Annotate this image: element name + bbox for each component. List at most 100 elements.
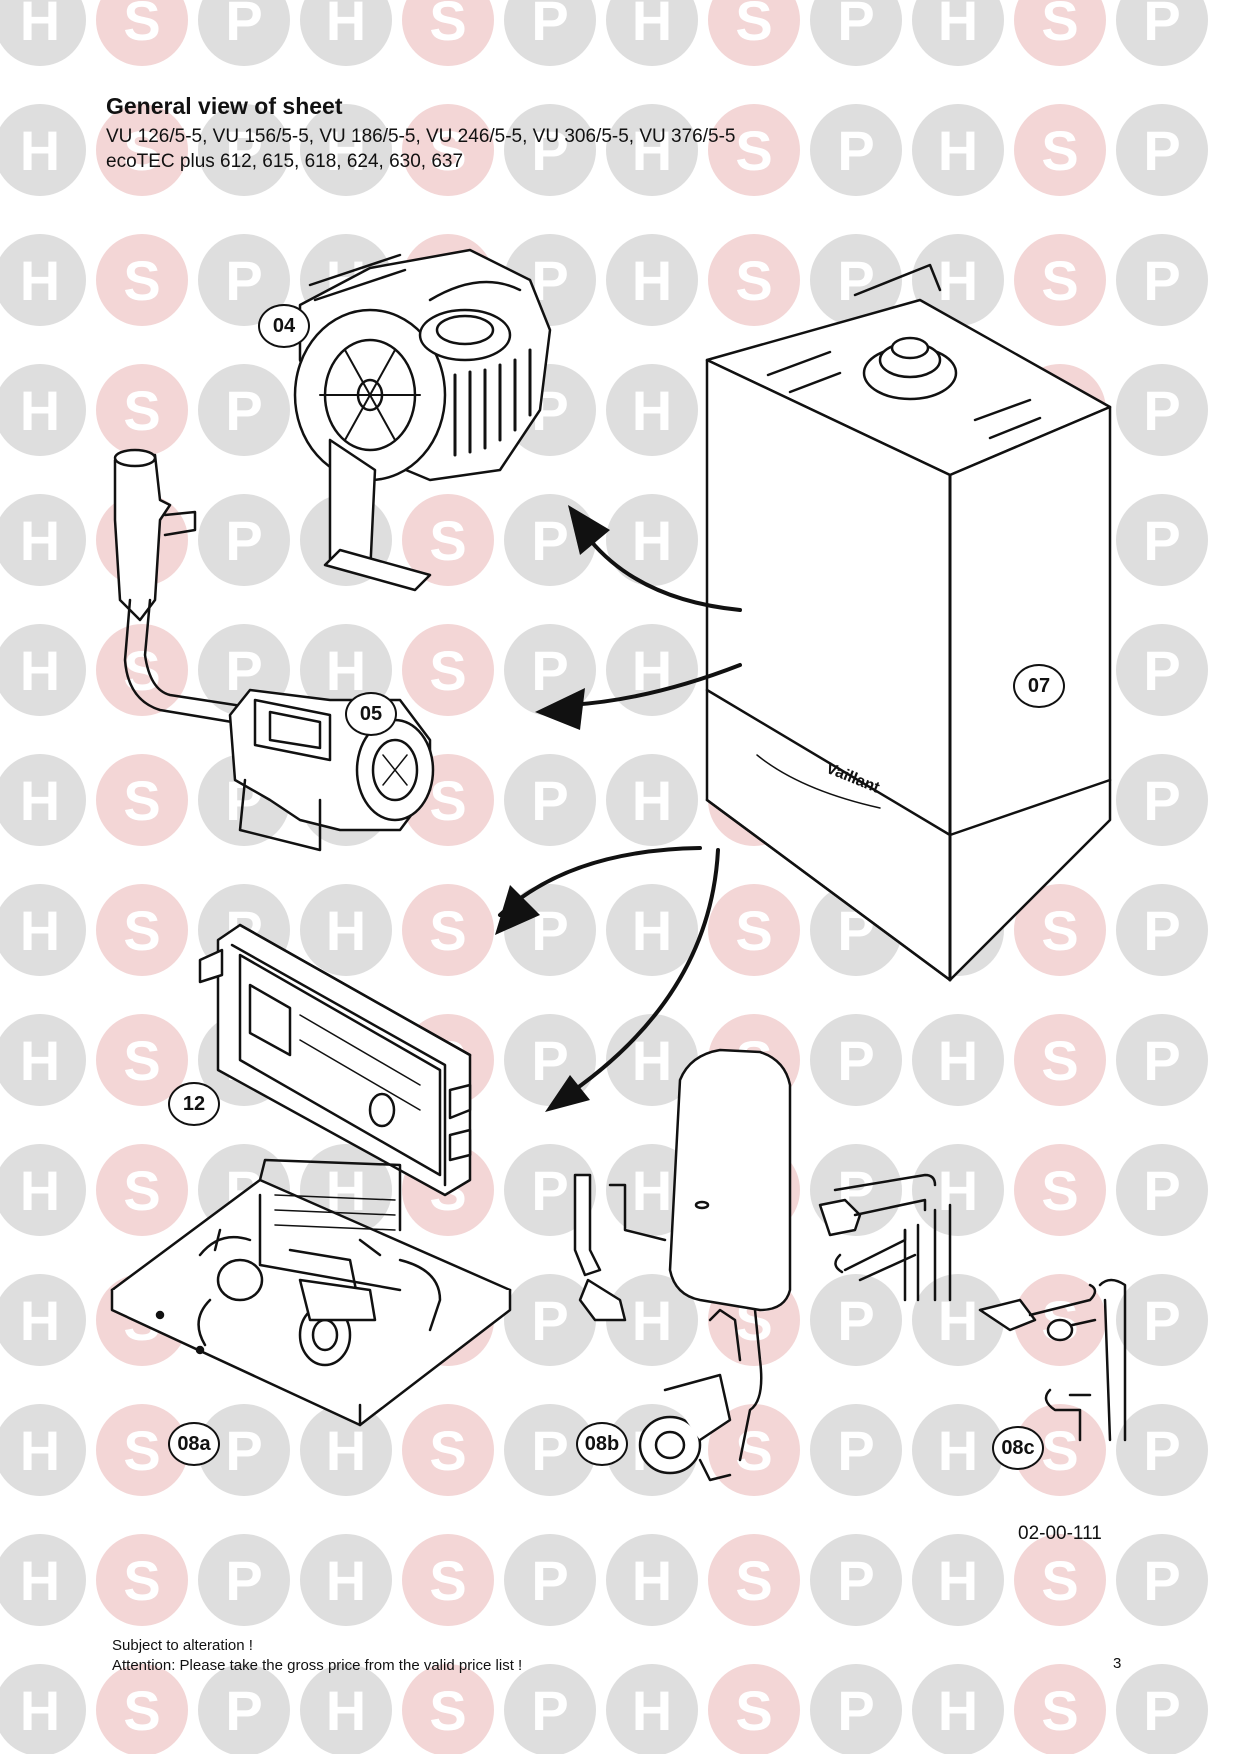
- watermark-circle: [504, 1274, 596, 1366]
- watermark-letter: H: [632, 379, 672, 442]
- watermark-circle: [1014, 1664, 1106, 1754]
- watermark-circle: [810, 1534, 902, 1626]
- watermark-circle: [0, 104, 86, 196]
- callout-08a[interactable]: 08a: [168, 1422, 220, 1466]
- header: General view of sheet VU 126/5-5, VU 156…: [106, 92, 735, 174]
- callout-08c[interactable]: 08c: [992, 1426, 1044, 1470]
- gas-valve-illustration: [113, 448, 435, 852]
- callout-12[interactable]: 12: [168, 1082, 220, 1126]
- watermark-circle: [402, 0, 494, 66]
- watermark-circle: [96, 1664, 188, 1754]
- watermark-letter: P: [225, 379, 262, 442]
- watermark-letter: S: [123, 1549, 160, 1612]
- watermark-letter: P: [837, 0, 874, 52]
- watermark-circle: [606, 364, 698, 456]
- watermark-circle: [1116, 1144, 1208, 1236]
- watermark-circle: [402, 1404, 494, 1496]
- fan-assembly-illustration: [293, 248, 552, 592]
- watermark-letter: S: [123, 899, 160, 962]
- drawing-number: 02-00-111: [1018, 1523, 1102, 1544]
- hydraulic-block-illustration: [110, 1158, 512, 1427]
- watermark-letter: S: [429, 0, 466, 52]
- watermark-letter: H: [20, 1419, 60, 1482]
- watermark-letter: H: [326, 639, 366, 702]
- watermark-letter: P: [1143, 1419, 1180, 1482]
- watermark-letter: S: [429, 1419, 466, 1482]
- watermark-circle: [708, 1534, 800, 1626]
- watermark-circle: [1014, 104, 1106, 196]
- watermark-letter: P: [1143, 379, 1180, 442]
- watermark-letter: P: [531, 1029, 568, 1092]
- watermark-circle: [606, 494, 698, 586]
- watermark-letter: P: [225, 0, 262, 52]
- watermark-letter: S: [429, 639, 466, 702]
- boiler-casing-illustration: Vaillant: [705, 263, 1112, 982]
- models-line-2: ecoTEC plus 612, 615, 618, 624, 630, 637: [106, 151, 464, 172]
- watermark-circle: [1116, 624, 1208, 716]
- footer-line-1: Subject to alteration !: [112, 1637, 253, 1654]
- watermark-letter: P: [531, 1289, 568, 1352]
- watermark-letter: P: [225, 1679, 262, 1742]
- watermark-circle: [96, 754, 188, 846]
- watermark-circle: [0, 1014, 86, 1106]
- watermark-letter: S: [123, 639, 160, 702]
- callout-05[interactable]: 05: [345, 692, 397, 736]
- watermark-circle: [708, 1664, 800, 1754]
- watermark-letter: P: [531, 899, 568, 962]
- watermark-letter: S: [123, 379, 160, 442]
- watermark-letter: P: [531, 1549, 568, 1612]
- watermark-circle: [0, 234, 86, 326]
- watermark-letter: P: [531, 639, 568, 702]
- watermark-letter: S: [1041, 1419, 1078, 1482]
- watermark-circle: [1116, 364, 1208, 456]
- callout-04[interactable]: 04: [258, 304, 310, 348]
- watermark-letter: H: [938, 1289, 978, 1352]
- watermark-letter: S: [1041, 249, 1078, 312]
- watermark-circle: [0, 494, 86, 586]
- watermark-letter: S: [123, 119, 160, 182]
- watermark-letter: H: [938, 1549, 978, 1612]
- watermark-letter: P: [531, 769, 568, 832]
- watermark-circle: [96, 1014, 188, 1106]
- watermark-letter: P: [837, 119, 874, 182]
- watermark-letter: P: [1143, 899, 1180, 962]
- watermark-circle: [606, 754, 698, 846]
- watermark-letter: P: [837, 1419, 874, 1482]
- watermark-circle: [504, 624, 596, 716]
- watermark-letter: P: [1143, 1549, 1180, 1612]
- watermark-letter: P: [837, 249, 874, 312]
- watermark-circle: [402, 494, 494, 586]
- watermark-circle: [1116, 104, 1208, 196]
- watermark-circle: [300, 884, 392, 976]
- watermark-circle: [1116, 1404, 1208, 1496]
- watermark-letter: H: [20, 1679, 60, 1742]
- watermark-letter: H: [326, 119, 366, 182]
- watermark-circle: [96, 234, 188, 326]
- watermark-letter: H: [20, 769, 60, 832]
- watermark-circle: [504, 1664, 596, 1754]
- watermark-letter: H: [326, 1419, 366, 1482]
- callout-07[interactable]: 07: [1013, 664, 1065, 708]
- watermark-letter: H: [326, 1549, 366, 1612]
- watermark-circle: [606, 104, 698, 196]
- watermark-circle: [606, 0, 698, 66]
- watermark-letter: H: [632, 509, 672, 572]
- watermark-circle: [198, 0, 290, 66]
- watermark-circle: [0, 754, 86, 846]
- watermark-letter: S: [123, 249, 160, 312]
- watermark-circle: [708, 104, 800, 196]
- watermark-letter: P: [225, 1549, 262, 1612]
- watermark-letter: S: [429, 119, 466, 182]
- callout-08b[interactable]: 08b: [576, 1422, 628, 1466]
- watermark-letter: H: [326, 0, 366, 52]
- watermark-circle: [0, 884, 86, 976]
- watermark-circle: [1014, 1014, 1106, 1106]
- watermark-letter: H: [20, 1549, 60, 1612]
- watermark-circle: [1014, 1404, 1106, 1496]
- watermark-circle: [912, 0, 1004, 66]
- watermark-letter: S: [123, 1029, 160, 1092]
- models-line-1: VU 126/5-5, VU 156/5-5, VU 186/5-5, VU 2…: [106, 126, 736, 147]
- watermark-letter: H: [938, 119, 978, 182]
- watermark-letter: H: [20, 119, 60, 182]
- watermark-circle: [1116, 884, 1208, 976]
